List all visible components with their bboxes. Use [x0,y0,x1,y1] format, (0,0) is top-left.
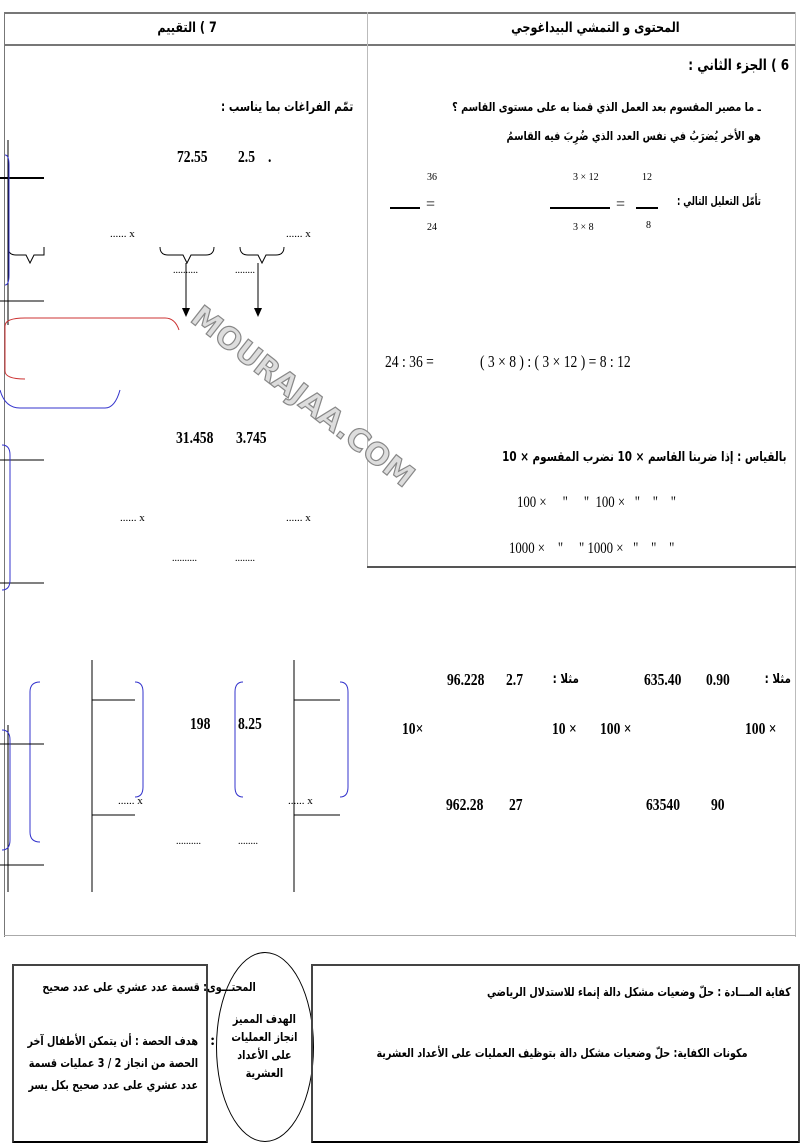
ex3-division-frames [0,660,349,892]
analogy-row-1000: 1000 × " " 1000 × " " " [509,540,675,557]
ex1-dividend: 72.55 [177,147,208,166]
column-divider [367,12,368,567]
ex3-dividend: 198 [190,714,211,733]
lesson-goal: هدف الحصة : أن يتمكن الأطفال آخر الحصة م… [27,1034,199,1092]
frac3-num: 36 [427,172,437,183]
ex2-blank-multiplier-left[interactable]: ...... x [120,512,145,524]
frac2-den: 3 × 8 [573,222,594,233]
frac3-blank [390,207,420,209]
ex1-dot: . [268,147,272,166]
content-text: المحتـــوى: قسمة عدد عشري على عدد صحيح [42,980,256,994]
ex3-blank-result-dividend[interactable]: .......... [176,836,201,847]
example1-mult-right: 100 × [745,719,777,738]
example1-label: مثلا : [764,672,791,687]
section-title: 6 ) الجزء الثاني : [688,56,789,74]
content-header: المحتوى و التمشي البيداغوجي [511,20,680,36]
ex2-blank-result-divisor[interactable]: ........ [235,553,255,564]
answer-text: هو الأخر يُضرَبُ في نفس العدد الذي ضُرِب… [506,129,761,143]
example2-mult-left: 10× [402,719,424,738]
frac2-num: 3 × 12 [573,172,599,183]
example2-divisor: 2.7 [506,670,523,689]
example2-result-divisor: 27 [509,795,523,814]
ex1-divisor: 2.5 [238,147,255,166]
ex2-bracket [0,444,44,591]
example1-result-dividend: 63540 [646,795,680,814]
exercise-instruction: تمّم الفراغات بما يناسب : [220,100,353,115]
ex3-blank-result-divisor[interactable]: ........ [238,836,258,847]
frac1-num: 12 [642,172,652,183]
section-divider [367,566,796,568]
equals-sign: = [426,196,436,213]
ex3-blank-multiplier-left[interactable]: ...... x [118,795,143,807]
ex1-blank-multiplier-right[interactable]: ...... x [286,228,311,240]
example1-mult-left: 100 × [600,719,632,738]
equation-middle: ( 3 × 8 ) : ( 3 × 12 ) = 8 : 12 [480,352,631,371]
analogy-row-100: 100 × " " 100 × " " " [517,494,676,511]
frac2-bar [550,207,610,209]
frame-top [4,12,796,14]
competence-box [311,964,800,1143]
target-text: انجاز العمليات على الأعداد العشرية [231,1030,298,1080]
ex2-blank-multiplier-right[interactable]: ...... x [286,512,311,524]
analogy-text: بالقياس : إذا ضربنا القاسم × 10 نضرب الم… [502,450,787,465]
ex2-divisor: 3.745 [236,428,267,447]
frac3-den: 24 [427,222,437,233]
ex1-blank-multiplier-left[interactable]: ...... x [110,228,135,240]
frame-bottom [4,935,796,936]
example1-divisor: 0.90 [706,670,730,689]
example1-result-divisor: 90 [711,795,725,814]
equation-left: 24 : 36 = [385,352,434,371]
ex1-brackets [0,140,285,409]
content-box [12,964,208,1143]
observe-label: تأمّل التعليل التالي : [677,194,761,208]
frac1-bar [636,207,658,209]
target-title: الهدف المميز [232,1012,296,1026]
ex1-blank-result-divisor[interactable]: ........ [235,265,255,276]
ex3-divisor: 8.25 [238,714,262,733]
example2-dividend: 96.228 [447,670,485,689]
equals-sign: = [616,196,626,213]
example2-result-dividend: 962.28 [446,795,484,814]
header-divider [4,44,796,46]
target-ellipse [216,952,314,1142]
frame-right [795,12,796,937]
example1-dividend: 635.40 [644,670,682,689]
target-objective: الهدف المميز انجاز العمليات على الأعداد … [226,1010,303,1082]
competence-text: كفاية المـــادة : حلّ وضعيات مشكل دالة إ… [487,985,791,999]
frame-left [4,12,5,937]
frac1-den: 8 [646,220,651,231]
evaluation-header: 7 ) التقييم [157,20,217,36]
ex2-blank-result-dividend[interactable]: .......... [172,553,197,564]
example2-mult-right: 10 × [552,719,577,738]
example2-label: مثلا : [552,672,579,687]
ex2-dividend: 31.458 [176,428,214,447]
question-text: ـ ما مصير المقسوم بعد العمل الذي قمنا به… [452,100,761,114]
competence-components: مكونات الكفاية: حلّ وضعيات مشكل دالة بتو… [376,1046,748,1060]
colon: : [210,1032,216,1049]
